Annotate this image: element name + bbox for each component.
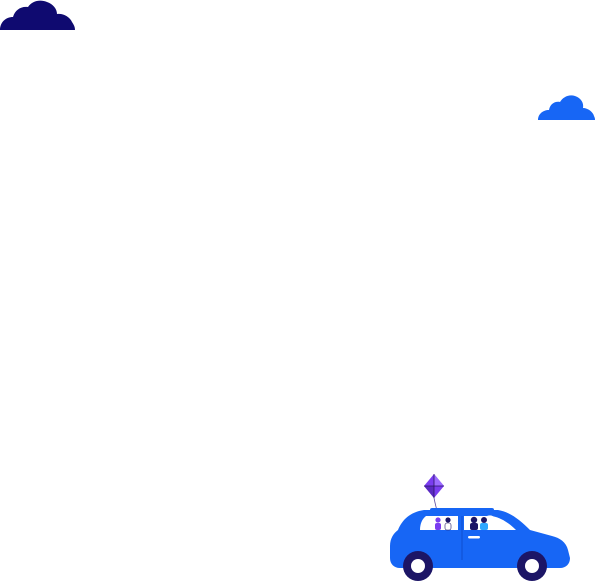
kite-icon [424,474,444,498]
car-with-kite-illustration [390,474,570,581]
rear-wheel [403,551,433,581]
cloud-blue-icon [538,95,595,120]
passengers [435,515,495,531]
front-wheel [517,551,547,581]
cloud-dark-icon [0,0,75,30]
car-icon [390,510,570,581]
